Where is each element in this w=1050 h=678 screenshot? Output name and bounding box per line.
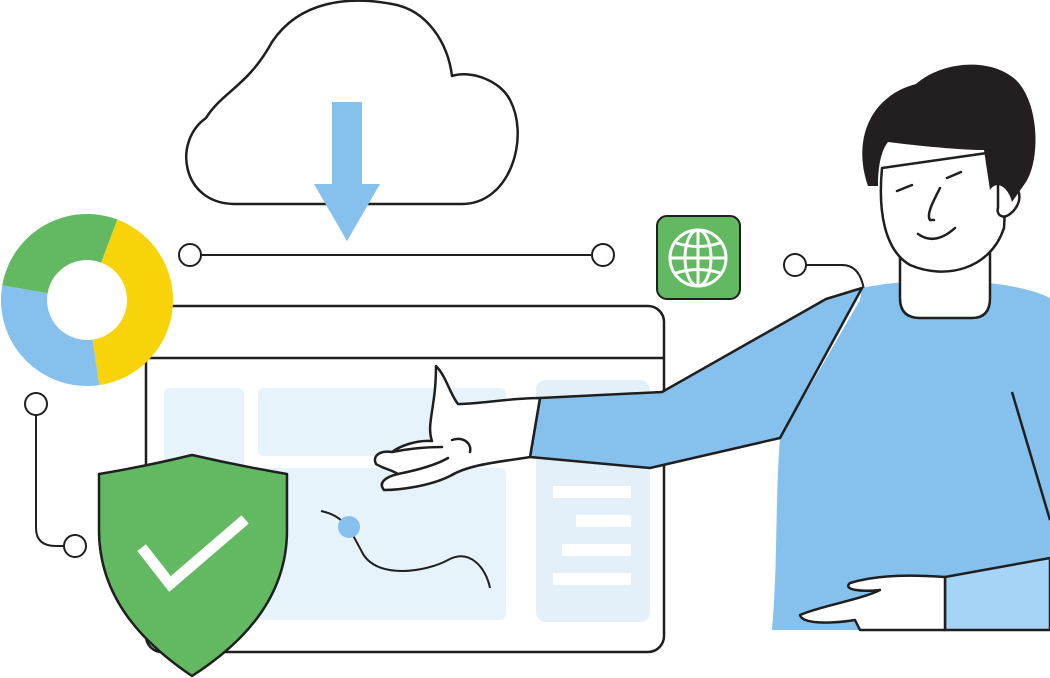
connector-top	[178, 243, 615, 267]
connector-left	[24, 392, 87, 558]
person-presenting	[373, 64, 1050, 632]
donut-segment	[0, 285, 100, 386]
arrow-head	[314, 184, 380, 241]
cloud-download-icon	[184, 0, 519, 241]
donut-segment	[2, 214, 118, 294]
person-lower-hand	[798, 574, 947, 632]
person-hand	[373, 364, 542, 492]
donut-chart-icon	[0, 214, 173, 386]
chart-point	[338, 516, 360, 538]
connector-right	[783, 253, 865, 291]
person-finger-lines	[390, 437, 472, 476]
person-smile	[916, 226, 957, 241]
donut-segment	[92, 219, 173, 386]
person-eyebrow-right	[945, 170, 963, 180]
arrow-shaft	[332, 102, 362, 188]
globe-icon	[656, 215, 741, 300]
checkmark	[137, 515, 249, 592]
shield-check-icon	[97, 453, 289, 678]
person-torso	[772, 280, 1050, 630]
globe-lines	[668, 228, 728, 288]
list-line-1	[553, 486, 631, 498]
person-face	[879, 148, 1010, 273]
list-line-2	[576, 515, 631, 527]
person-sleeve	[528, 286, 864, 470]
person-nose	[927, 186, 942, 222]
person-eyebrow-left	[895, 183, 914, 193]
list-line-3	[562, 544, 631, 556]
person-back-line	[1010, 391, 1050, 521]
person-hair	[862, 64, 1036, 202]
person-features	[895, 170, 963, 241]
list-line-4	[553, 573, 631, 585]
panel-chart	[258, 468, 506, 620]
